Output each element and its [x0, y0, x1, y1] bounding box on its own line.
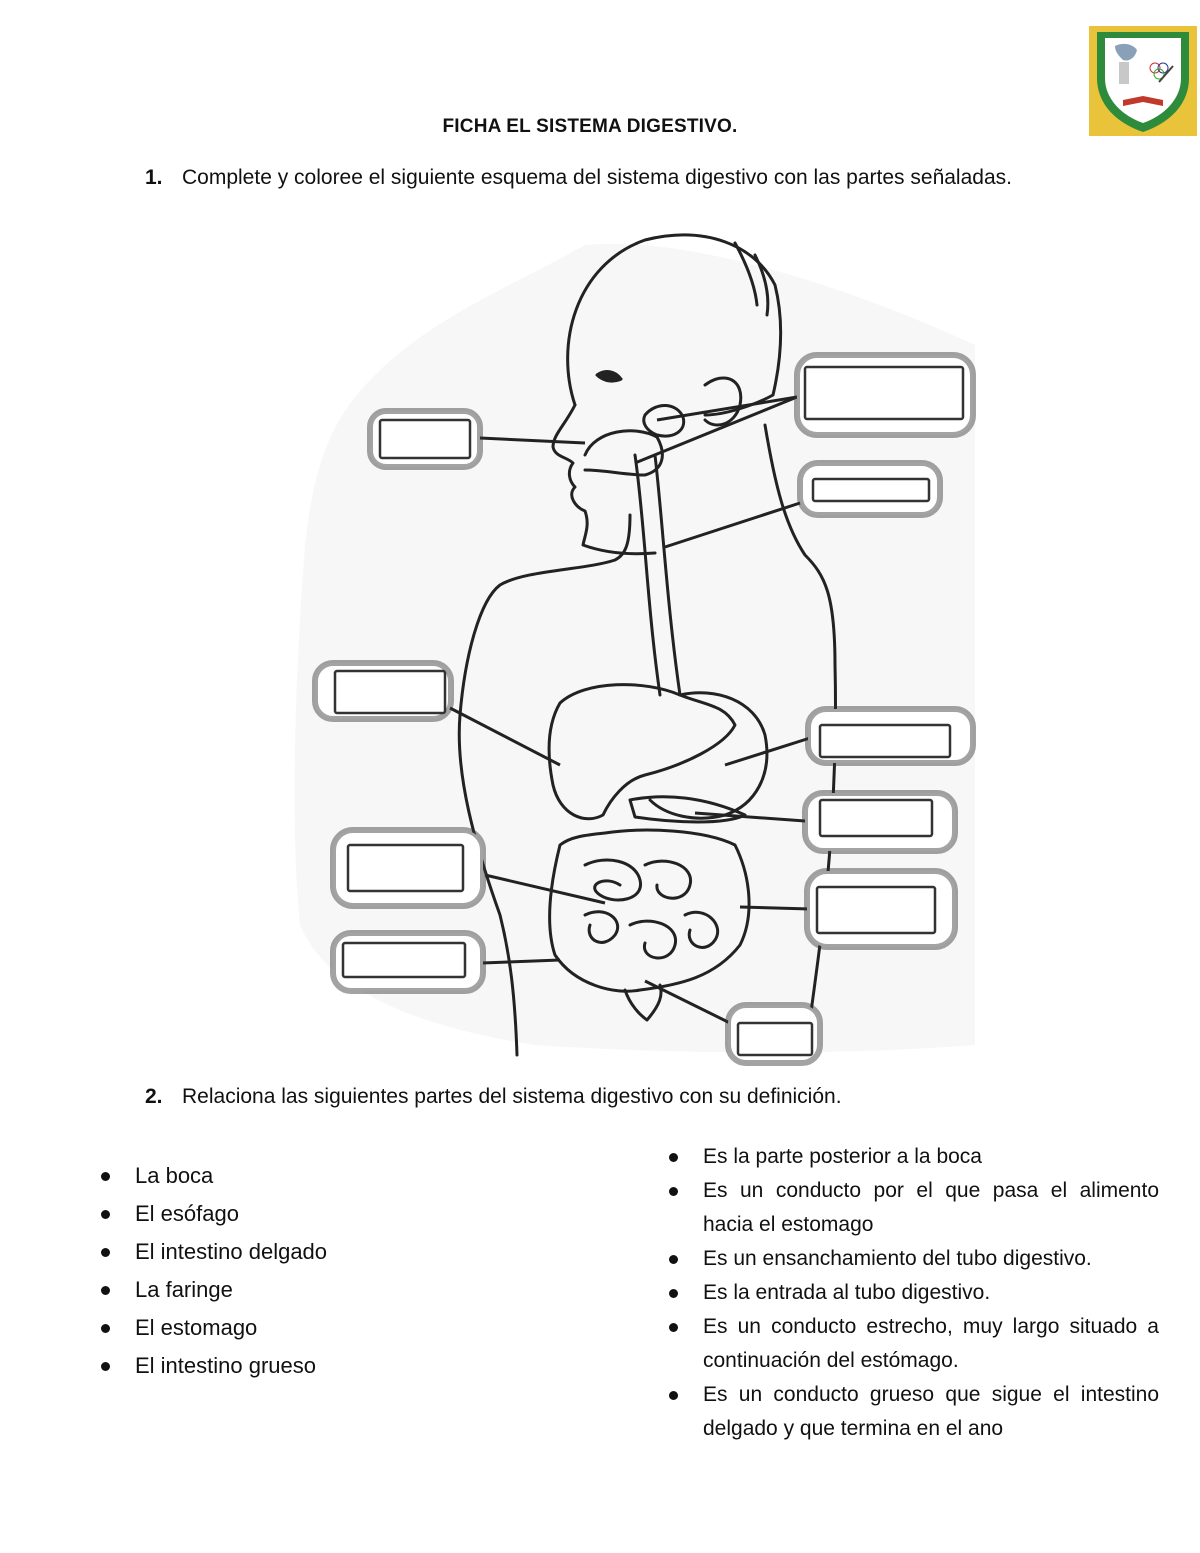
hair-strands [733, 241, 770, 317]
pancreas [628, 795, 747, 824]
leader-line-colon [481, 958, 561, 965]
list-item: Es un ensanchamiento del tubo digestivo. [669, 1242, 1159, 1276]
leader-line-small-intestine [484, 873, 606, 905]
stomach [648, 691, 769, 820]
question-2-number: 2. [145, 1085, 163, 1108]
question-1: 1. Complete y coloree el siguiente esque… [145, 161, 1090, 194]
label-box-colon [330, 930, 486, 994]
list-item: La faringe [101, 1271, 327, 1309]
list-item: Es un conducto estrecho, muy largo situa… [669, 1310, 1159, 1378]
label-box-liver [312, 660, 454, 722]
label-box-small-intestine [330, 827, 486, 909]
small-intestine [583, 858, 720, 960]
label-box-mouth [367, 408, 483, 470]
question-2-text: Relaciona las siguientes partes del sist… [182, 1085, 842, 1108]
label-box-salivary-glands [794, 352, 976, 438]
leader-line-rectum [644, 979, 731, 1025]
list-item: La boca [101, 1157, 327, 1195]
digestive-system-diagram [294, 233, 976, 1066]
digestive-parts-list: La boca El esófago El intestino delgado … [101, 1157, 327, 1385]
question-2: 2. Relaciona las siguientes partes del s… [145, 1080, 1045, 1113]
list-item: El estomago [101, 1309, 327, 1347]
list-item: Es un conducto por el que pasa el alimen… [669, 1174, 1159, 1242]
list-item: Es la entrada al tubo digestivo. [669, 1276, 1159, 1310]
neck-left [457, 513, 632, 1057]
label-box-pancreas [802, 790, 958, 854]
leader-line-large-intestine [739, 905, 811, 911]
eye [595, 370, 623, 383]
leader-line-liver [449, 706, 561, 767]
list-item: El intestino grueso [101, 1347, 327, 1385]
label-box-rectum [725, 1002, 823, 1066]
salivary-gland [642, 404, 686, 438]
face-profile [551, 403, 657, 556]
oral-cavity [583, 429, 664, 477]
leader-line-pancreas [694, 811, 806, 823]
leader-line-stomach [724, 736, 811, 767]
list-item: Es la parte posterior a la boca [669, 1140, 1159, 1174]
question-1-text: Complete y coloree el siguiente esquema … [182, 166, 1012, 189]
large-intestine [548, 828, 751, 993]
label-box-pharynx [797, 460, 943, 518]
list-item: Es un conducto grueso que sigue el intes… [669, 1378, 1159, 1446]
leader-line-esophagus [664, 501, 801, 549]
leader-line-salivary [656, 395, 798, 422]
label-box-stomach [805, 706, 976, 766]
liver [547, 683, 737, 821]
question-1-number: 1. [145, 166, 163, 189]
rectum [623, 983, 663, 1022]
list-item: El esófago [101, 1195, 327, 1233]
page-title: FICHA EL SISTEMA DIGESTIVO. [442, 116, 738, 137]
esophagus [633, 453, 682, 697]
list-item: El intestino delgado [101, 1233, 327, 1271]
school-crest-icon [1089, 26, 1197, 136]
leader-line-pharynx [634, 395, 798, 465]
leader-line-mouth [479, 436, 586, 445]
definitions-list: Es la parte posterior a la boca Es un co… [669, 1140, 1159, 1446]
label-box-large-intestine [804, 868, 958, 950]
